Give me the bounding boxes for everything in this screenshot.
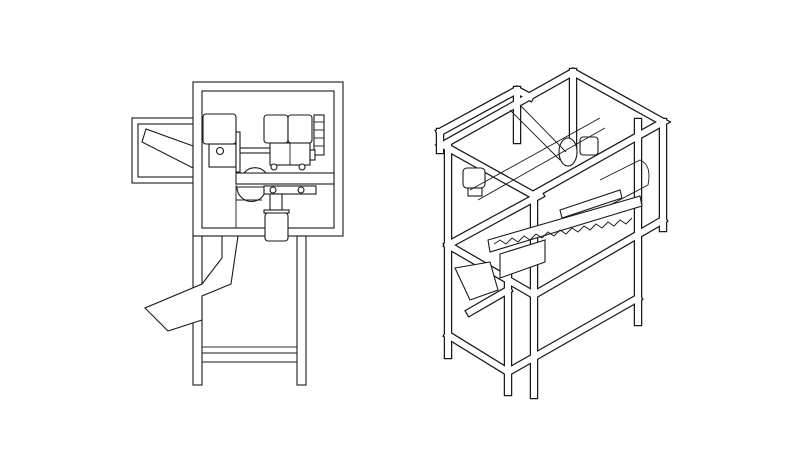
gear-wheel bbox=[313, 114, 325, 156]
side-motor bbox=[462, 167, 486, 189]
saw-blade-top bbox=[242, 167, 268, 174]
saw-disc bbox=[558, 137, 578, 167]
motor-top-2 bbox=[287, 114, 313, 144]
hopper bbox=[454, 261, 499, 301]
tube-frame bbox=[434, 67, 672, 400]
conveyor-plate bbox=[235, 172, 335, 185]
iso-mechanism bbox=[454, 104, 650, 301]
front-view bbox=[131, 81, 344, 386]
feeder-box bbox=[131, 117, 195, 184]
collector-box bbox=[499, 239, 546, 279]
motor-left bbox=[202, 113, 237, 145]
isometric-view bbox=[434, 67, 672, 400]
motor-bottom bbox=[264, 212, 289, 242]
mechanism bbox=[202, 113, 335, 242]
motor-top-1 bbox=[263, 114, 289, 144]
discharge-chute bbox=[144, 235, 239, 332]
iso-motor bbox=[579, 136, 599, 156]
